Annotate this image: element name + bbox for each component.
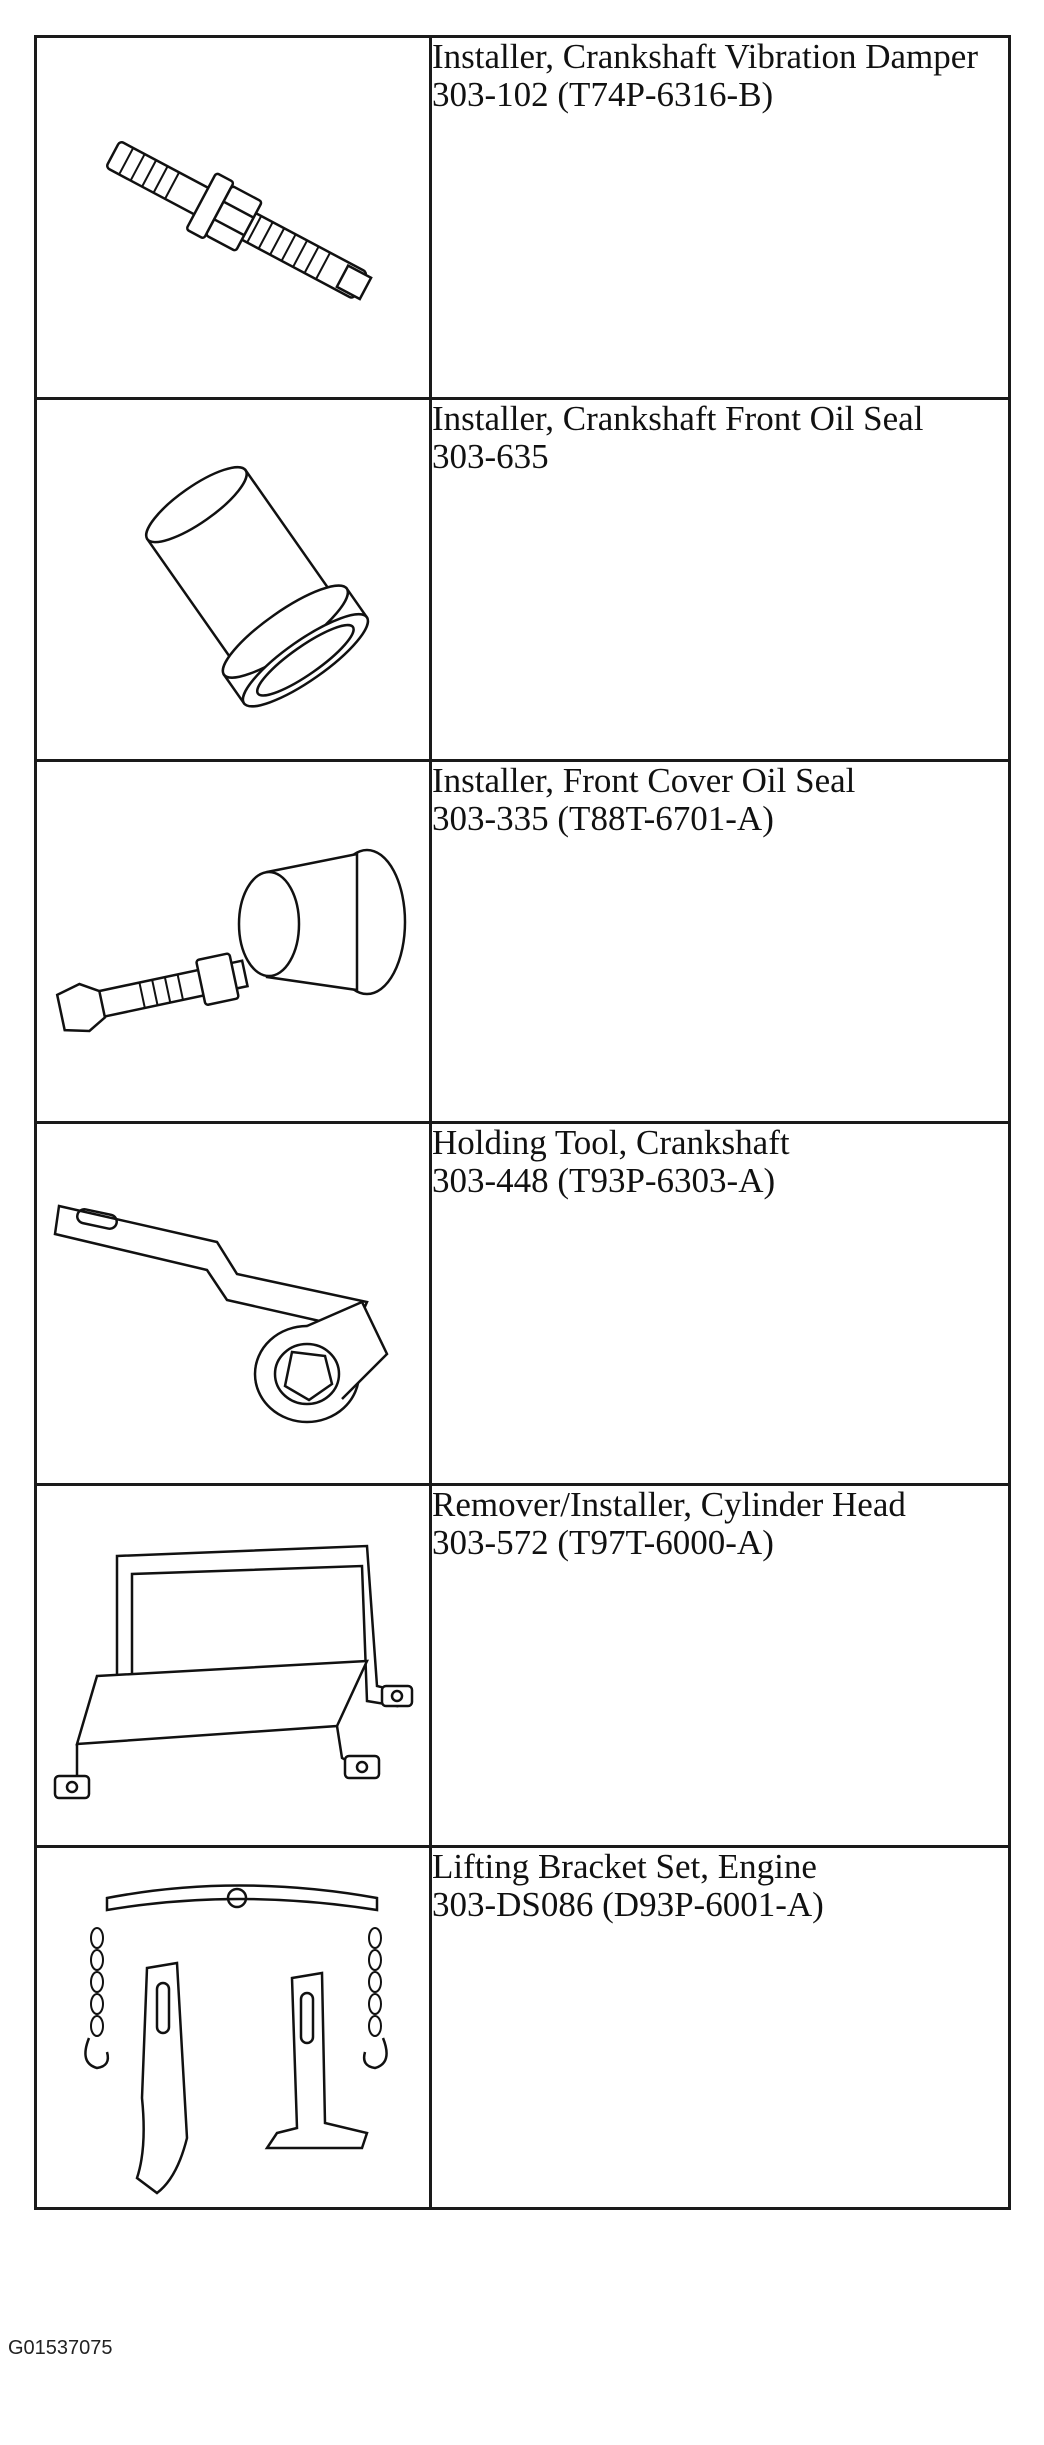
oil-seal-installer-icon: [37, 400, 429, 759]
tool-illustration-cell: [34, 1483, 432, 1848]
tool-description-cell: Holding Tool, Crankshaft 303-448 (T93P-6…: [429, 1121, 1011, 1486]
tool-description-cell: Installer, Front Cover Oil Seal 303-335 …: [429, 759, 1011, 1124]
damper-installer-icon: [37, 38, 429, 397]
tool-name: Installer, Crankshaft Front Oil Seal: [432, 399, 924, 438]
tool-name: Lifting Bracket Set, Engine: [432, 1847, 817, 1886]
tool-number: 303-102 (T74P-6316-B): [432, 75, 774, 114]
tool-illustration-cell: [34, 1845, 432, 2210]
tool-description-cell: Installer, Crankshaft Front Oil Seal 303…: [429, 397, 1011, 762]
tool-number: 303-335 (T88T-6701-A): [432, 799, 774, 838]
tool-illustration-cell: [34, 35, 432, 400]
tool-description-cell: Remover/Installer, Cylinder Head 303-572…: [429, 1483, 1011, 1848]
crankshaft-holding-tool-icon: [37, 1124, 429, 1483]
tool-number: 303-448 (T93P-6303-A): [432, 1161, 776, 1200]
figure-code: G01537075: [8, 2337, 113, 2359]
tool-name: Installer, Front Cover Oil Seal: [432, 761, 856, 800]
cylinder-head-bracket-icon: [37, 1486, 429, 1845]
tool-name: Holding Tool, Crankshaft: [432, 1123, 790, 1162]
tool-name: Installer, Crankshaft Vibration Damper: [432, 37, 978, 76]
table-row: Remover/Installer, Cylinder Head 303-572…: [34, 1483, 1011, 1848]
front-cover-seal-installer-icon: [37, 762, 429, 1121]
lifting-bracket-set-icon: [37, 1848, 429, 2207]
tool-number: 303-DS086 (D93P-6001-A): [432, 1885, 824, 1924]
table-row: Holding Tool, Crankshaft 303-448 (T93P-6…: [34, 1121, 1011, 1486]
tool-illustration-cell: [34, 397, 432, 762]
tool-illustration-cell: [34, 1121, 432, 1486]
table-row: Lifting Bracket Set, Engine 303-DS086 (D…: [34, 1845, 1011, 2210]
tool-number: 303-572 (T97T-6000-A): [432, 1523, 774, 1562]
tool-description-cell: Lifting Bracket Set, Engine 303-DS086 (D…: [429, 1845, 1011, 2210]
tool-name: Remover/Installer, Cylinder Head: [432, 1485, 906, 1524]
tool-illustration-cell: [34, 759, 432, 1124]
table-row: Installer, Front Cover Oil Seal 303-335 …: [34, 759, 1011, 1124]
tool-number: 303-635: [432, 437, 549, 476]
tool-description-cell: Installer, Crankshaft Vibration Damper 3…: [429, 35, 1011, 400]
table-row: Installer, Crankshaft Front Oil Seal 303…: [34, 397, 1011, 762]
table-row: Installer, Crankshaft Vibration Damper 3…: [34, 35, 1011, 400]
special-tools-table: Installer, Crankshaft Vibration Damper 3…: [34, 35, 1011, 2210]
